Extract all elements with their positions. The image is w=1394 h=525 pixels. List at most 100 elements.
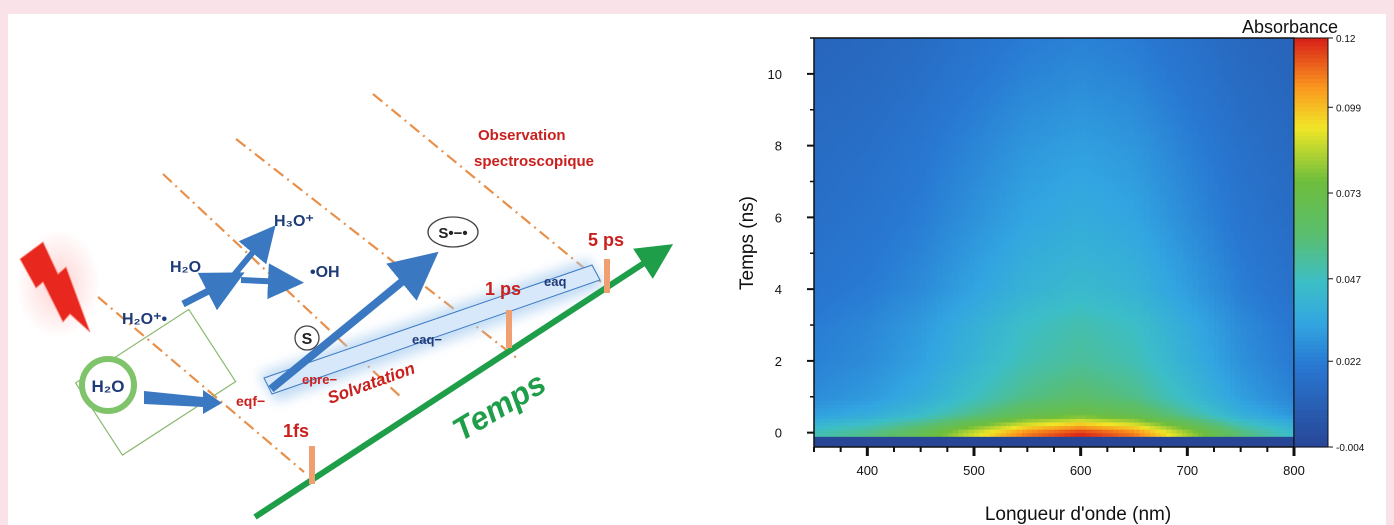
heatmap-cell bbox=[830, 335, 836, 340]
heatmap-cell bbox=[1011, 382, 1018, 387]
heatmap-cell bbox=[920, 260, 927, 265]
heatmap-cell bbox=[862, 238, 868, 244]
heatmap-cell bbox=[926, 52, 932, 57]
heatmap-cell bbox=[1011, 238, 1018, 244]
heatmap-cell bbox=[862, 185, 868, 190]
heatmap-cell bbox=[835, 224, 842, 229]
heatmap-cell bbox=[1032, 396, 1039, 401]
heatmap-cell bbox=[958, 443, 964, 447]
heatmap-cell bbox=[920, 292, 927, 297]
heatmap-cell bbox=[888, 48, 895, 53]
heatmap-cell bbox=[835, 292, 842, 297]
heatmap-cell bbox=[979, 310, 986, 315]
heatmap-cell bbox=[1027, 439, 1034, 445]
heatmap-cell bbox=[856, 267, 863, 272]
heatmap-cell bbox=[931, 177, 938, 183]
heatmap-cell bbox=[1022, 210, 1028, 215]
heatmap-cell bbox=[1006, 289, 1012, 294]
heatmap-cell bbox=[952, 378, 959, 384]
heatmap-cell bbox=[1000, 163, 1007, 168]
heatmap-cell bbox=[915, 253, 922, 258]
heatmap-cell bbox=[1038, 73, 1044, 79]
heatmap-cell bbox=[936, 213, 943, 218]
heatmap-cell bbox=[1011, 120, 1018, 125]
heatmap-cell bbox=[974, 73, 980, 79]
heatmap-cell bbox=[1011, 63, 1018, 68]
heatmap-cell bbox=[894, 152, 900, 157]
heatmap-cell bbox=[1038, 414, 1044, 419]
heatmap-cell bbox=[835, 163, 842, 168]
heatmap-cell bbox=[974, 206, 980, 211]
heatmap-cell bbox=[968, 267, 975, 272]
heatmap-cell bbox=[915, 66, 922, 71]
heatmap-cell bbox=[963, 289, 970, 294]
heatmap-cell bbox=[990, 375, 996, 380]
heatmap-cell bbox=[883, 106, 890, 111]
heatmap-cell bbox=[878, 364, 884, 369]
heatmap-cell bbox=[995, 48, 1002, 53]
heatmap-cell bbox=[920, 210, 927, 215]
heatmap-cell bbox=[1038, 296, 1044, 301]
heatmap-cell bbox=[931, 281, 938, 287]
heatmap-cell bbox=[856, 264, 863, 269]
heatmap-cell bbox=[835, 131, 842, 136]
heatmap-cell bbox=[904, 317, 911, 323]
heatmap-cell bbox=[958, 177, 964, 183]
heatmap-cell bbox=[974, 63, 980, 68]
heatmap-cell bbox=[894, 206, 900, 211]
heatmap-cell bbox=[856, 167, 863, 172]
heatmap-cell bbox=[867, 170, 874, 175]
heatmap-cell bbox=[862, 289, 868, 294]
heatmap-cell bbox=[1022, 142, 1028, 147]
heatmap-cell bbox=[958, 113, 964, 118]
heatmap-cell bbox=[990, 131, 996, 136]
heatmap-cell bbox=[1000, 271, 1007, 276]
heatmap-cell bbox=[1027, 371, 1034, 376]
heatmap-cell bbox=[984, 167, 991, 172]
heatmap-cell bbox=[872, 436, 879, 441]
heatmap-cell bbox=[947, 210, 954, 215]
heatmap-cell bbox=[1000, 66, 1007, 71]
heatmap-cell bbox=[1043, 321, 1050, 326]
heatmap-cell bbox=[1006, 185, 1012, 190]
heatmap-cell bbox=[931, 317, 938, 323]
heatmap-cell bbox=[963, 267, 970, 272]
heatmap-cell bbox=[899, 303, 906, 308]
heatmap-cell bbox=[1032, 84, 1039, 89]
heatmap-cell bbox=[1022, 63, 1028, 68]
heatmap-cell bbox=[1032, 403, 1039, 409]
heatmap-cell bbox=[910, 63, 916, 68]
heatmap-cell bbox=[830, 131, 836, 136]
heatmap-cell bbox=[888, 217, 895, 222]
heatmap-cell bbox=[824, 170, 831, 175]
heatmap-cell bbox=[963, 339, 970, 344]
heatmap-cell bbox=[878, 109, 884, 114]
heatmap-cell bbox=[819, 55, 826, 61]
heatmap-cell bbox=[1006, 120, 1012, 125]
heatmap-cell bbox=[878, 228, 884, 233]
heatmap-cell bbox=[846, 360, 852, 366]
heatmap-cell bbox=[910, 145, 916, 150]
heatmap-cell bbox=[814, 181, 820, 186]
heatmap-cell bbox=[990, 163, 996, 168]
heatmap-cell bbox=[1022, 177, 1028, 183]
heatmap-cell bbox=[872, 246, 879, 251]
heatmap-cell bbox=[968, 102, 975, 107]
heatmap-cell bbox=[1022, 310, 1028, 315]
heatmap-cell bbox=[990, 411, 996, 416]
heatmap-cell bbox=[910, 260, 916, 265]
heatmap-cell bbox=[947, 45, 954, 50]
heatmap-cell bbox=[1027, 48, 1034, 53]
heatmap-cell bbox=[883, 281, 890, 287]
heatmap-cell bbox=[867, 142, 874, 147]
heatmap-cell bbox=[979, 425, 986, 430]
heatmap-cell bbox=[990, 231, 996, 236]
heatmap-cell bbox=[835, 220, 842, 226]
heatmap-cell bbox=[814, 163, 820, 168]
heatmap-cell bbox=[840, 106, 847, 111]
heatmap-cell bbox=[878, 48, 884, 53]
heatmap-cell bbox=[984, 285, 991, 290]
heatmap-cell bbox=[846, 91, 852, 97]
heatmap-cell bbox=[819, 271, 826, 276]
heatmap-cell bbox=[936, 310, 943, 315]
